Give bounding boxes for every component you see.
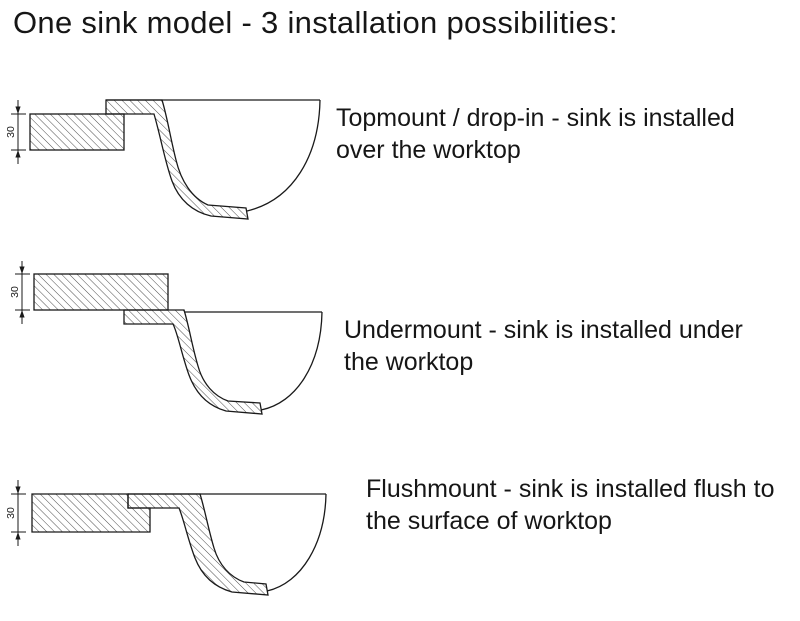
flushmount-diagram: 30 [5,480,327,596]
label-undermount: Undermount - sink is installed under the… [344,316,743,376]
bowl-arc [266,493,327,592]
dimension-30 [11,100,26,164]
dimension-label: 30 [9,286,21,298]
worktop-section [29,113,125,151]
dimension-arrow-top [15,486,21,494]
dimension-30 [11,480,26,546]
dimension-arrow-top [19,266,25,274]
bowl-arc [246,99,321,212]
dimension-30 [15,261,30,324]
label-flushmount: Flushmount - sink is installed flush to … [366,475,775,535]
bowl-arc [260,311,323,411]
dimension-label: 30 [6,126,17,138]
sink-section [123,309,263,415]
page-title: One sink model - 3 installation possibil… [13,5,618,40]
topmount-diagram: 30 [6,99,321,220]
dimension-arrow-top [15,106,21,114]
label-topmount: Topmount / drop-in - sink is installed o… [336,104,735,164]
dimension-arrow-bottom [19,310,25,318]
worktop-section [33,273,169,311]
sink-section [127,493,269,596]
dimension-arrow-bottom [15,532,21,540]
dimension-arrow-bottom [15,150,21,158]
sink-section [105,99,249,220]
undermount-diagram: 30 [9,261,323,415]
dimension-label: 30 [5,507,17,519]
